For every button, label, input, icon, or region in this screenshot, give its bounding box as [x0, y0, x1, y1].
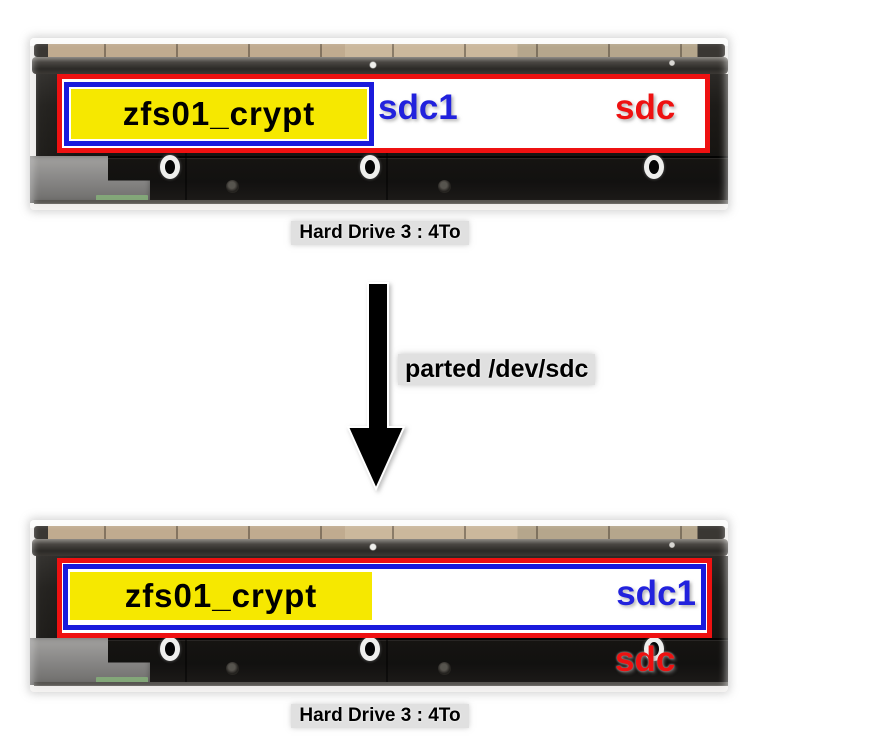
screw-icon — [438, 180, 451, 193]
photo-bottom-fade — [30, 685, 728, 692]
photo-bottom-fade — [30, 203, 728, 210]
caption-text: Hard Drive 3 : 4To — [291, 221, 469, 245]
drive-cover-edge — [32, 539, 728, 556]
partition-label: sdc1 — [616, 574, 696, 613]
screw-hole-icon — [160, 155, 180, 179]
drive-cover-edge — [32, 57, 728, 74]
partition-label: sdc1 — [378, 88, 458, 127]
drive-panel-seam — [386, 130, 388, 200]
screw-hole-icon — [360, 155, 380, 179]
hard-drive-after: zfs01_crypt sdc1 sdc — [30, 520, 728, 692]
screw-icon — [226, 180, 239, 193]
partition-outline-sdc1: zfs01_crypt sdc1 — [63, 564, 706, 630]
command-text: parted /dev/sdc — [398, 354, 596, 385]
screw-hole-icon — [644, 155, 664, 179]
hard-drive-before: zfs01_crypt sdc1 sdc — [30, 38, 728, 210]
screw-hole-icon — [644, 637, 664, 661]
disk-outline-sdc: zfs01_crypt sdc1 sdc — [57, 74, 710, 153]
drive-top-rail — [34, 526, 725, 539]
disk-outline-sdc: zfs01_crypt sdc1 — [57, 558, 712, 638]
drive-seam — [36, 156, 728, 158]
screw-hole-icon — [360, 637, 380, 661]
disk-label: sdc — [615, 88, 676, 127]
drive-bottom-edge — [34, 682, 728, 686]
drive-top-rail — [34, 44, 725, 57]
drive-panel-seam — [185, 612, 187, 682]
caption-text: Hard Drive 3 : 4To — [291, 704, 469, 728]
drive-seam — [36, 638, 728, 640]
drive-caption-after: Hard Drive 3 : 4To — [30, 704, 730, 728]
photo-top-highlight — [30, 38, 728, 46]
drive-panel-seam — [185, 130, 187, 200]
disk-label: sdc — [615, 640, 676, 679]
crypt-volume-box: zfs01_crypt — [70, 572, 372, 620]
drive-bottom-edge — [34, 200, 728, 204]
down-arrow-icon — [346, 282, 406, 492]
crypt-volume-box: zfs01_crypt — [71, 89, 367, 139]
screw-icon — [438, 662, 451, 675]
partition-outline-sdc1: zfs01_crypt — [64, 82, 374, 146]
pcb-sliver — [96, 195, 148, 201]
screw-hole-icon — [160, 637, 180, 661]
crypt-volume-label: zfs01_crypt — [122, 95, 316, 132]
drive-panel-seam — [386, 612, 388, 682]
screw-icon — [226, 662, 239, 675]
pcb-sliver — [96, 677, 148, 683]
crypt-volume-label: zfs01_crypt — [124, 577, 318, 614]
photo-top-highlight — [30, 520, 728, 528]
drive-caption-before: Hard Drive 3 : 4To — [30, 221, 730, 245]
